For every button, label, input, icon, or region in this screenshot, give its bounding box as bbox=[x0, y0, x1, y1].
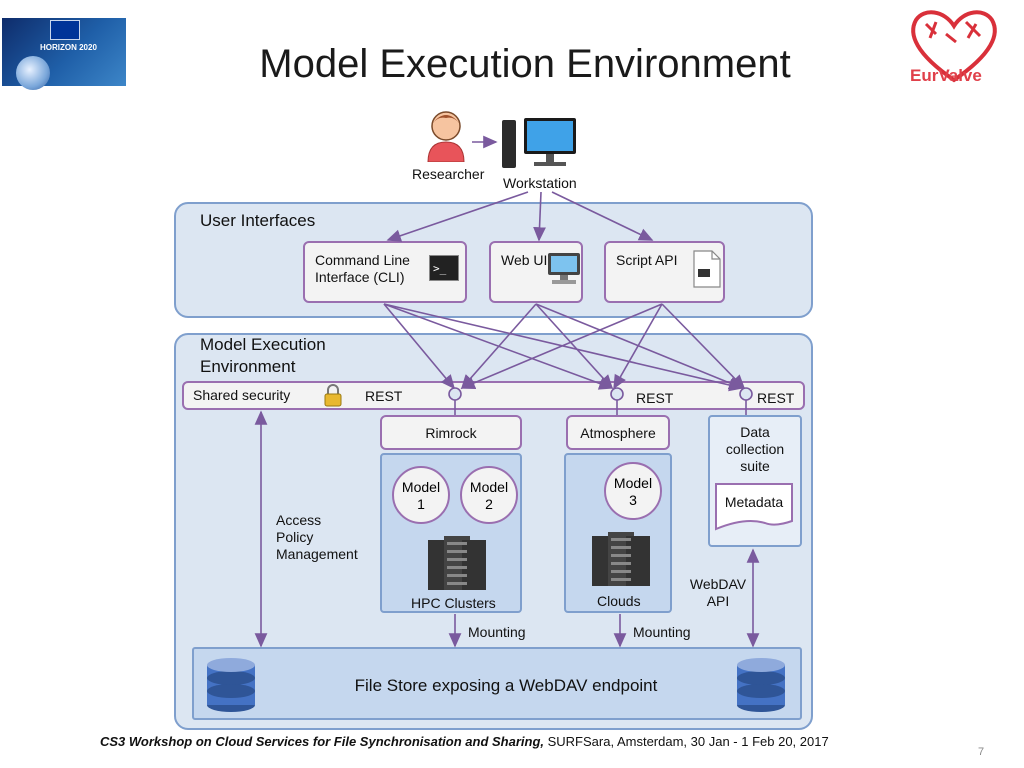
footer-workshop-title: CS3 Workshop on Cloud Services for File … bbox=[100, 734, 544, 749]
workstation-icon bbox=[502, 118, 576, 168]
database-icon-left bbox=[207, 658, 255, 712]
cli-box: Command Line Interface (CLI) >_ bbox=[303, 241, 467, 303]
webdav-api-label: WebDAV API bbox=[689, 576, 747, 609]
footer: CS3 Workshop on Cloud Services for File … bbox=[100, 734, 829, 749]
script-api-box: Script API bbox=[604, 241, 725, 303]
model-2-circle: Model 2 bbox=[460, 466, 518, 524]
rimrock-box: Rimrock bbox=[380, 415, 522, 450]
file-store-label: File Store exposing a WebDAV endpoint bbox=[354, 676, 658, 695]
rest-endpoint-atmosphere bbox=[610, 387, 624, 401]
rest-label-2: REST bbox=[636, 390, 674, 406]
access-policy-label: Access Policy Management bbox=[276, 512, 358, 562]
page-number: 7 bbox=[978, 746, 985, 758]
horizon-2020-logo: HORIZON 2020 bbox=[2, 18, 126, 90]
atmosphere-box: Atmosphere bbox=[566, 415, 670, 450]
shared-security-label: Shared security bbox=[193, 387, 291, 403]
mounting-label-1: Mounting bbox=[468, 624, 526, 640]
file-store-box bbox=[192, 647, 802, 720]
eu-flag-icon bbox=[50, 20, 80, 40]
clouds-label: Clouds bbox=[597, 593, 641, 609]
lock-icon bbox=[324, 384, 342, 407]
footer-location: SURFSara, Amsterdam, 30 Jan - 1 Feb 20, … bbox=[544, 734, 829, 749]
mee-title: Model Execution Environment bbox=[200, 335, 326, 376]
heart-icon bbox=[911, 10, 997, 83]
web-ui-box: Web UI bbox=[489, 241, 583, 303]
web-ui-label: Web UI bbox=[501, 252, 548, 268]
metadata-label: Metadata bbox=[724, 494, 784, 510]
model-3-circle: Model 3 bbox=[604, 462, 662, 520]
model-1-circle: Model 1 bbox=[392, 466, 450, 524]
globe-icon bbox=[16, 56, 50, 90]
page-title: Model Execution Environment bbox=[259, 42, 791, 86]
rimrock-label: Rimrock bbox=[425, 425, 477, 441]
workstation-label: Workstation bbox=[503, 175, 577, 191]
data-collection-label: Data collection suite bbox=[725, 424, 785, 474]
eurvalve-logo: EurValve bbox=[906, 4, 1002, 90]
script-api-label: Script API bbox=[616, 252, 678, 268]
shared-security-bar bbox=[182, 381, 805, 410]
rest-label-3: REST bbox=[757, 390, 795, 406]
hpc-server-rack-icon bbox=[428, 536, 486, 590]
user-interfaces-title: User Interfaces bbox=[200, 211, 316, 230]
terminal-icon: >_ bbox=[429, 255, 459, 281]
monitor-icon bbox=[548, 253, 580, 284]
eurvalve-logo-text: EurValve bbox=[910, 66, 982, 85]
mounting-label-2: Mounting bbox=[633, 624, 691, 640]
researcher-icon bbox=[427, 111, 465, 162]
hpc-clusters-label: HPC Clusters bbox=[411, 595, 496, 611]
rest-endpoint-rimrock bbox=[448, 387, 462, 401]
atmosphere-label: Atmosphere bbox=[580, 425, 656, 441]
script-file-icon bbox=[693, 250, 721, 288]
cli-label: Command Line Interface (CLI) bbox=[315, 252, 410, 285]
rest-label-1: REST bbox=[365, 388, 403, 404]
metadata-document-icon bbox=[715, 483, 793, 531]
database-icon-right bbox=[737, 658, 785, 712]
clouds-server-rack-icon bbox=[592, 532, 650, 586]
horizon-logo-text: HORIZON 2020 bbox=[40, 43, 97, 52]
researcher-label: Researcher bbox=[412, 166, 485, 182]
rest-endpoint-data bbox=[739, 387, 753, 401]
